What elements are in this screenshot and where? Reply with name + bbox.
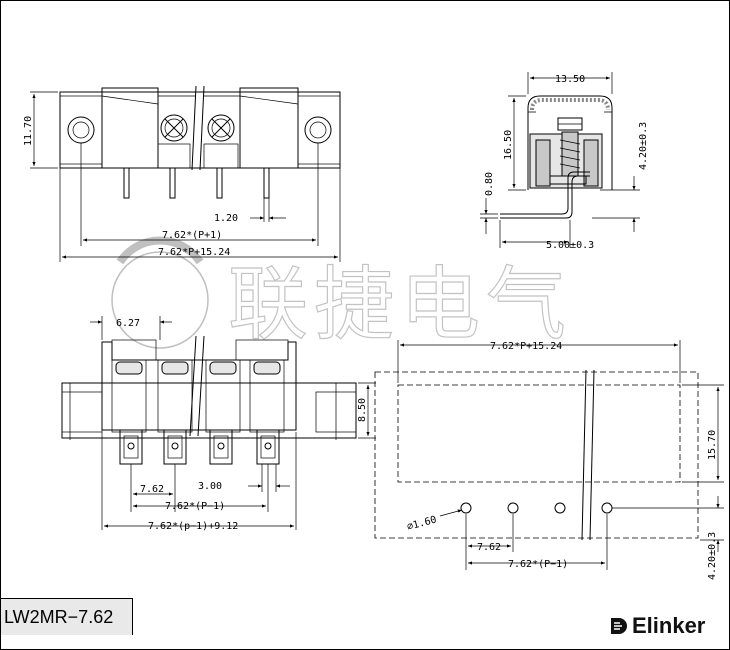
- dim-3-00: 3.00: [198, 481, 222, 492]
- pcb-hole-3: [554, 502, 566, 514]
- watermark: 联捷电气: [111, 236, 572, 352]
- dim-pcb-4-20: 4.20±0.3: [707, 532, 718, 580]
- brand-name: Elinker: [632, 613, 706, 638]
- dim-pcb-7-62: 7.62: [477, 542, 501, 553]
- pcb-hole-2: [507, 502, 519, 514]
- dim-total-width: 7.62*(p−1)+9.12: [148, 521, 238, 532]
- dim-8-50: 8.50: [357, 398, 368, 422]
- dim-0-80: 0.80: [484, 172, 495, 196]
- front-pin-2: [169, 167, 176, 199]
- top-terminal-1: [111, 359, 147, 465]
- front-screw-2: [207, 114, 235, 142]
- dim-15-70: 15.70: [707, 430, 718, 460]
- side-lead-wire: [500, 171, 590, 215]
- front-pin-4: [263, 167, 270, 199]
- pcb-hole-4: [601, 502, 613, 514]
- model-label: LW2MR−7.62: [1, 598, 133, 635]
- front-left-mount-hole: [67, 116, 95, 144]
- dim-7-62p-plus-15-24: 7.62*P+15.24: [158, 247, 230, 258]
- watermark-logo-icon: [111, 251, 209, 349]
- dim-7-62-bottom: 7.62: [140, 484, 164, 495]
- dim-16-50: 16.50: [503, 130, 514, 160]
- front-right-mount-hole: [304, 116, 332, 144]
- dim-hole-diameter: ⌀1.60: [406, 514, 438, 532]
- front-view: 11.70 1.20 7.62*(P+1) 7.62*P+15.24: [23, 85, 341, 262]
- pcb-outline: [374, 371, 699, 539]
- dim-7-62-p-minus-1: 7.62*(P−1): [165, 501, 225, 512]
- dim-11-70: 11.70: [23, 116, 34, 146]
- pcb-inner-outline: [397, 384, 681, 483]
- side-view: 13.50 16.50 4.20±0.3 0.80 5.00±0.3: [480, 72, 649, 251]
- dim-pcb-p-minus-1: 7.62*(P−1): [508, 559, 568, 570]
- watermark-text: 联捷电气: [228, 258, 572, 351]
- dim-5-00: 5.00±0.3: [546, 240, 594, 251]
- front-break-lines: [191, 85, 205, 171]
- front-screw-1: [160, 114, 188, 142]
- pcb-break-lines: [581, 369, 595, 541]
- top-view: 6.27 8.50 3.00 7.62 7.62*(P−1) 7.62*(p−1…: [61, 316, 376, 532]
- pcb-layout: 7.62*P+15.24 15.70 ⌀1.60 7.62 7.62*(P−1)…: [374, 340, 724, 580]
- dim-6-27: 6.27: [116, 318, 140, 329]
- front-pin-3: [216, 167, 223, 199]
- pcb-hole-1: [460, 502, 472, 514]
- top-terminal-4: [249, 359, 285, 465]
- top-terminal-3: [205, 359, 241, 465]
- front-right-flange: [297, 95, 341, 165]
- dim-pcb-width: 7.62*P+15.24: [490, 341, 562, 352]
- brand-icon: [611, 618, 627, 634]
- top-terminal-2: [157, 359, 193, 465]
- front-pin-1: [123, 167, 130, 199]
- brand-logo: Elinker: [609, 612, 705, 640]
- dim-13-50: 13.50: [555, 74, 585, 85]
- dim-1-20: 1.20: [214, 213, 238, 224]
- side-cover-outline: [527, 95, 613, 190]
- dim-4-20-side: 4.20±0.3: [638, 122, 649, 170]
- front-barrier-left: [101, 87, 159, 169]
- dim-7-62-p-plus-1: 7.62*(P+1): [162, 230, 222, 241]
